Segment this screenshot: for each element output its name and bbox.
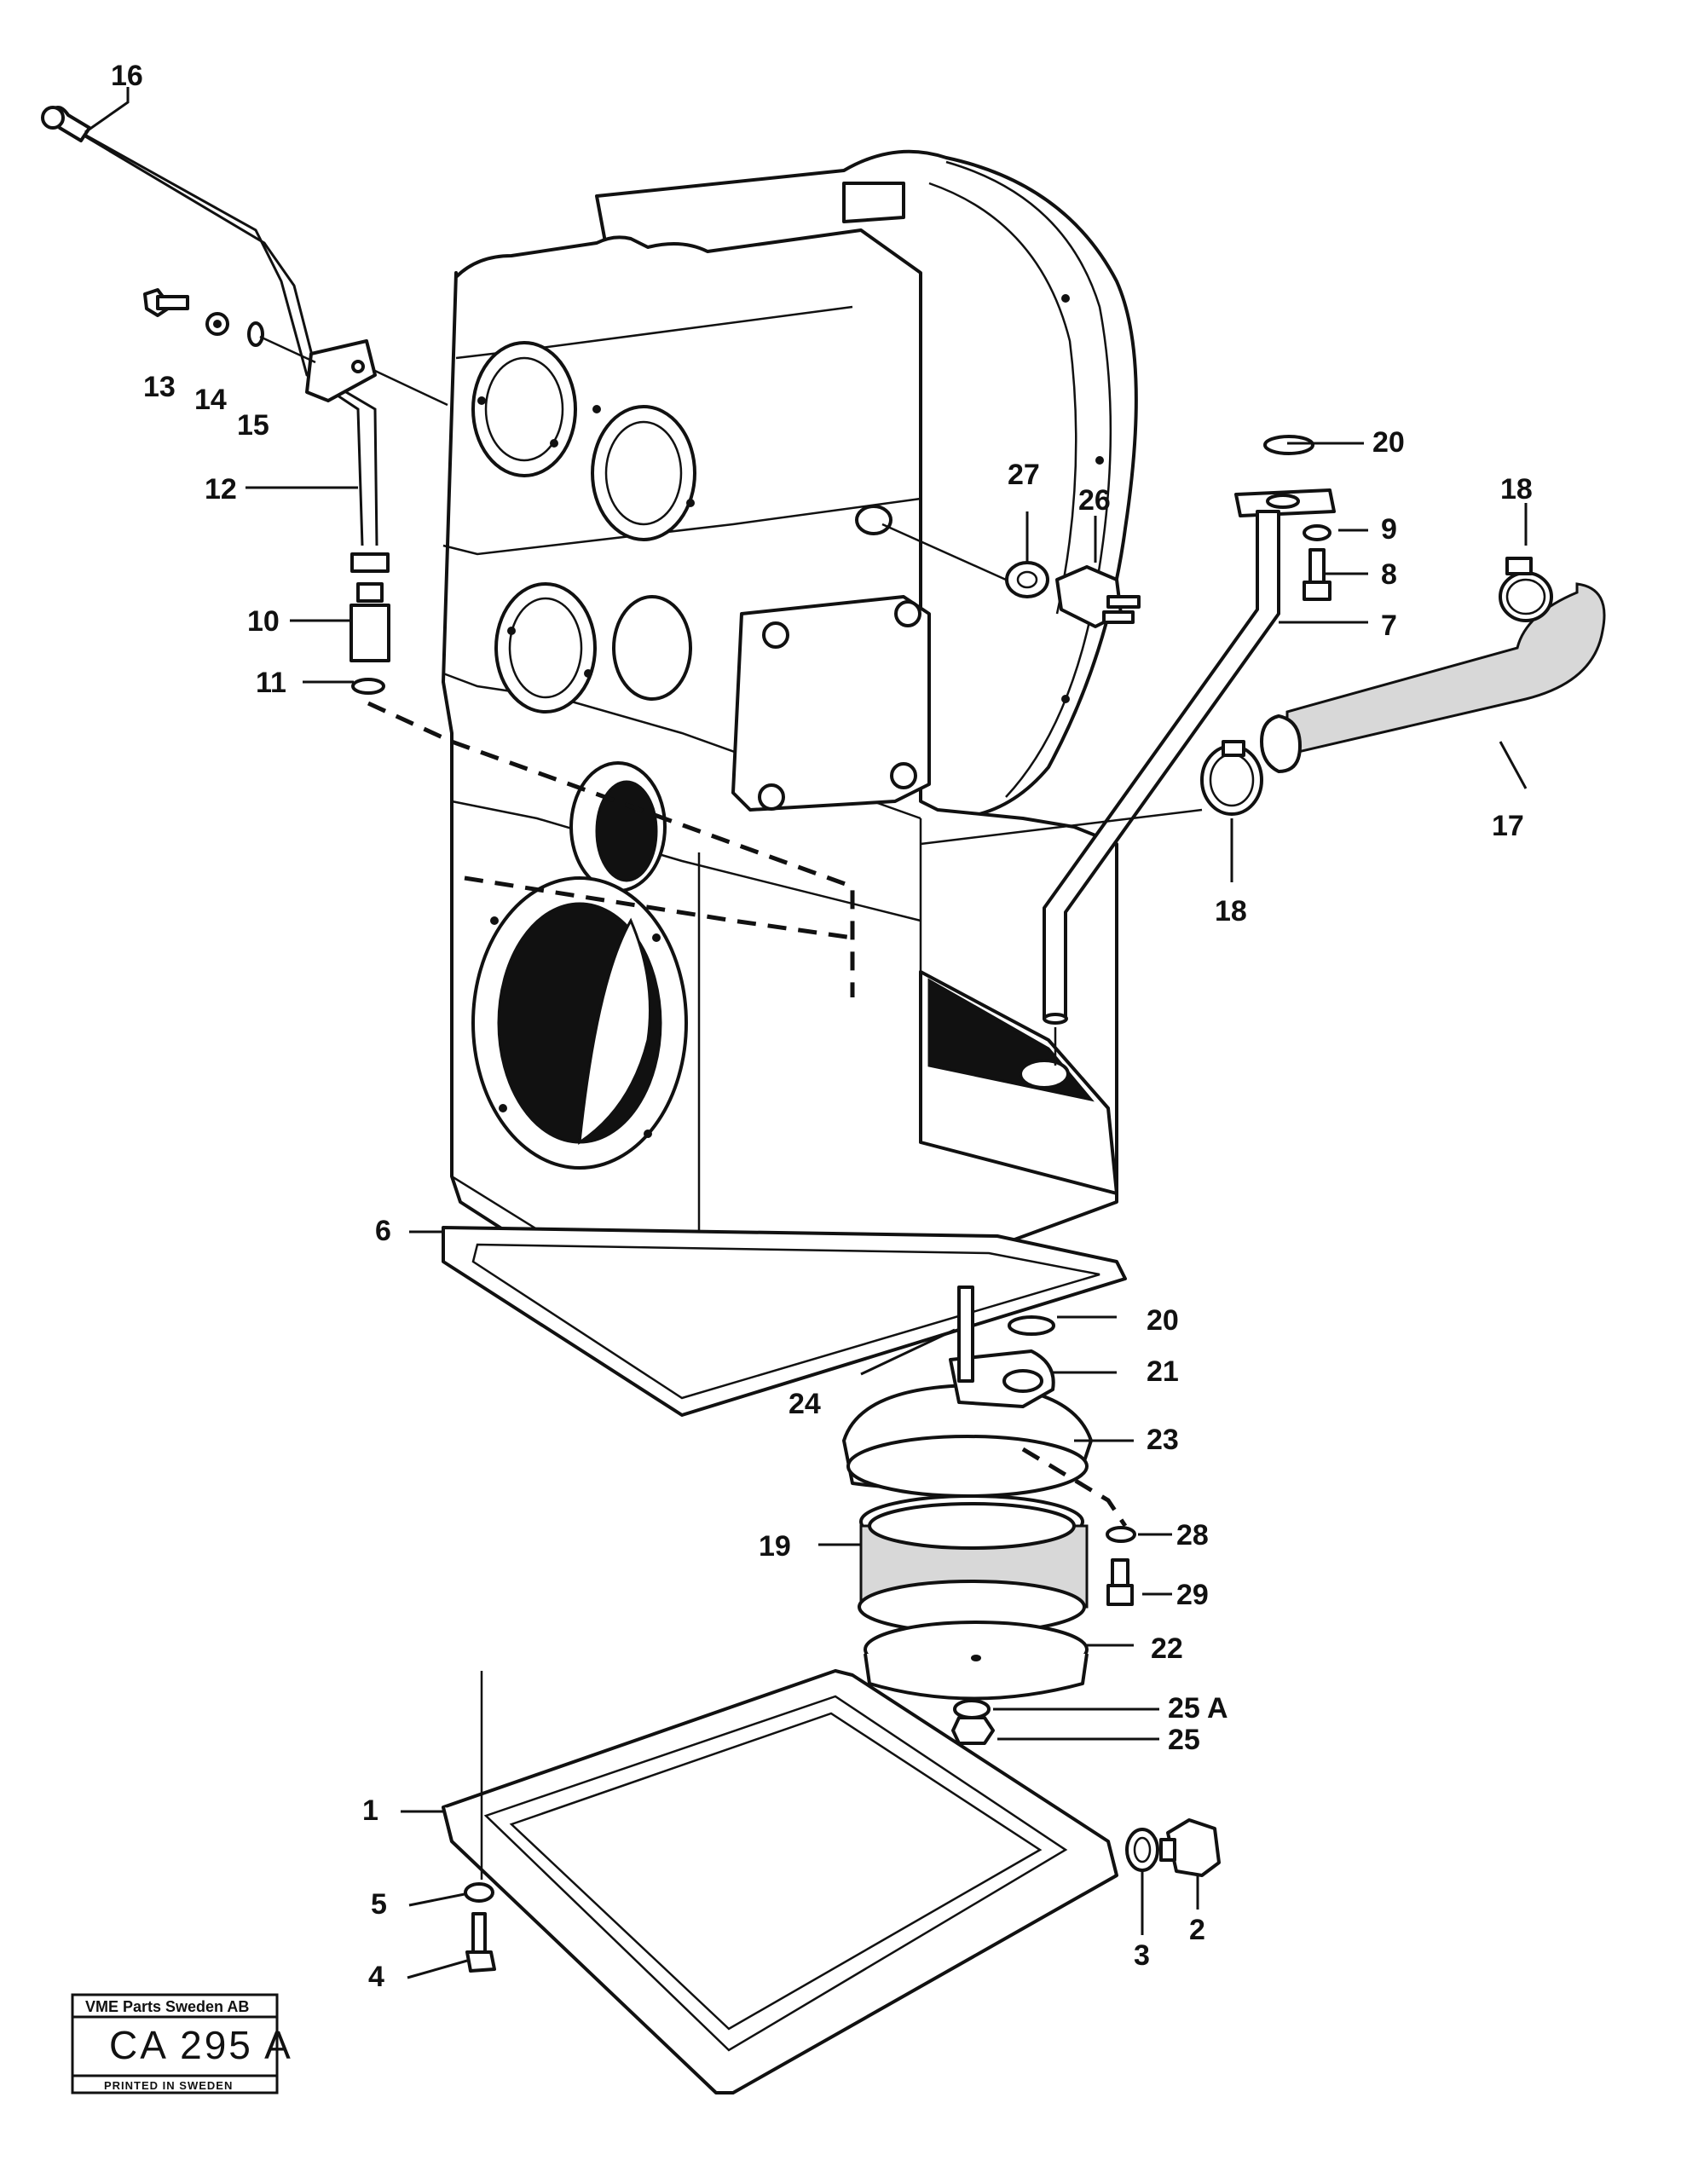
label-18-bottom: 18 — [1215, 895, 1247, 927]
label-22: 22 — [1151, 1632, 1183, 1665]
label-17: 17 — [1492, 810, 1524, 842]
label-25: 25 — [1168, 1724, 1200, 1756]
label-7: 7 — [1381, 610, 1397, 642]
transmission-housing — [442, 149, 1138, 1357]
label-16: 16 — [111, 60, 143, 92]
label-29: 29 — [1176, 1579, 1209, 1611]
label-6: 6 — [375, 1215, 391, 1247]
label-20-bottom: 20 — [1147, 1304, 1179, 1337]
label-3: 3 — [1134, 1939, 1150, 1972]
label-13: 13 — [143, 371, 176, 403]
stamp-code: CA 295 A — [109, 2023, 293, 2067]
label-8: 8 — [1381, 558, 1397, 591]
bolt-4 — [464, 1882, 496, 1973]
drain-plug-2 — [1125, 1818, 1221, 1877]
label-25a: 25 A — [1168, 1692, 1228, 1725]
label-9: 9 — [1381, 513, 1397, 546]
stamp-printed: PRINTED IN SWEDEN — [104, 2079, 233, 2092]
label-1: 1 — [362, 1794, 378, 1827]
label-15: 15 — [237, 409, 269, 442]
suction-pipe-7 — [1043, 435, 1336, 1025]
label-14: 14 — [194, 384, 227, 416]
catalog-stamp: VME Parts Sweden AB CA 295 A PRINTED IN … — [71, 1993, 293, 2094]
stamp-company: VME Parts Sweden AB — [85, 1998, 249, 2015]
label-4: 4 — [368, 1961, 384, 1993]
filter-assembly — [842, 1286, 1136, 1745]
label-11: 11 — [256, 667, 286, 699]
part-number-labels: 16 13 14 15 12 10 11 6 20 18 27 26 9 8 7… — [111, 60, 1533, 1993]
label-5: 5 — [371, 1888, 387, 1921]
label-10: 10 — [247, 605, 280, 638]
dipstick-tube-12 — [41, 106, 390, 695]
gasket-6 — [442, 1226, 1127, 1417]
label-19: 19 — [759, 1530, 791, 1563]
label-20-top: 20 — [1372, 426, 1405, 459]
label-21: 21 — [1147, 1355, 1179, 1388]
switch-26 — [1005, 561, 1141, 628]
label-12: 12 — [205, 473, 237, 506]
label-27: 27 — [1008, 459, 1040, 491]
hose-17 — [1200, 557, 1606, 816]
label-24: 24 — [789, 1388, 821, 1420]
label-28: 28 — [1176, 1519, 1209, 1551]
label-2: 2 — [1189, 1914, 1205, 1946]
housing-bolt-holes — [477, 294, 1104, 1138]
leader-lines — [84, 87, 1528, 1979]
label-18-top: 18 — [1500, 473, 1533, 506]
label-23: 23 — [1147, 1424, 1179, 1456]
label-26: 26 — [1078, 484, 1111, 517]
oil-pan-1 — [442, 1669, 1118, 2094]
